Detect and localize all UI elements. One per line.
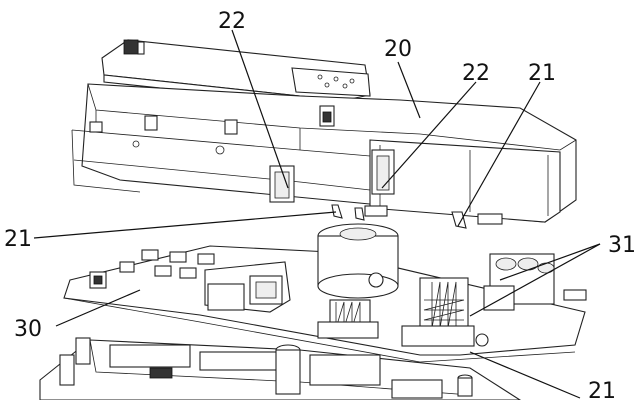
- label-21-left: 21: [4, 227, 32, 252]
- leader-lines: [33, 29, 601, 399]
- label-21-right: 21: [528, 61, 556, 86]
- label-22-right: 22: [462, 61, 490, 86]
- label-30: 30: [14, 317, 42, 342]
- label-21-bottom: 21: [588, 379, 616, 400]
- label-31: 31: [608, 233, 636, 258]
- upper-housing-20: [71, 39, 577, 229]
- lower-housing: [39, 337, 522, 400]
- label-22-left: 22: [218, 9, 246, 34]
- reference-labels: 22 20 22 21 21 31 30 21: [4, 9, 636, 400]
- label-20: 20: [384, 37, 412, 62]
- circuit-board-30: [63, 223, 587, 363]
